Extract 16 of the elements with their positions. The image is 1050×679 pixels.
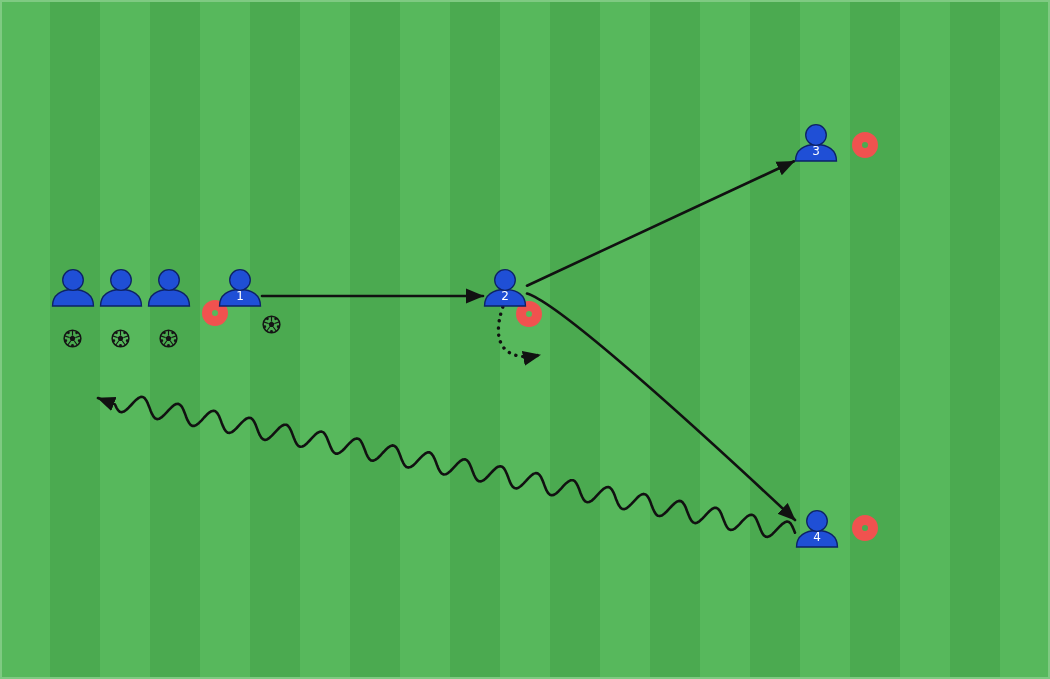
player-number: 3	[812, 144, 820, 158]
wavy-arrow	[96, 395, 797, 539]
player-figure	[794, 124, 838, 162]
player-figure	[218, 269, 262, 307]
player-figure	[483, 269, 527, 307]
player-number: 2	[501, 289, 509, 303]
player-figure	[99, 269, 143, 307]
player-number: 1	[236, 289, 244, 303]
arrow	[525, 160, 796, 287]
player-figure	[795, 510, 839, 548]
arrow	[525, 292, 797, 522]
dotted-arrow	[496, 305, 542, 365]
player-number: 4	[813, 530, 821, 544]
arrow	[260, 288, 485, 304]
player-figure	[51, 269, 95, 307]
player-figure	[147, 269, 191, 307]
